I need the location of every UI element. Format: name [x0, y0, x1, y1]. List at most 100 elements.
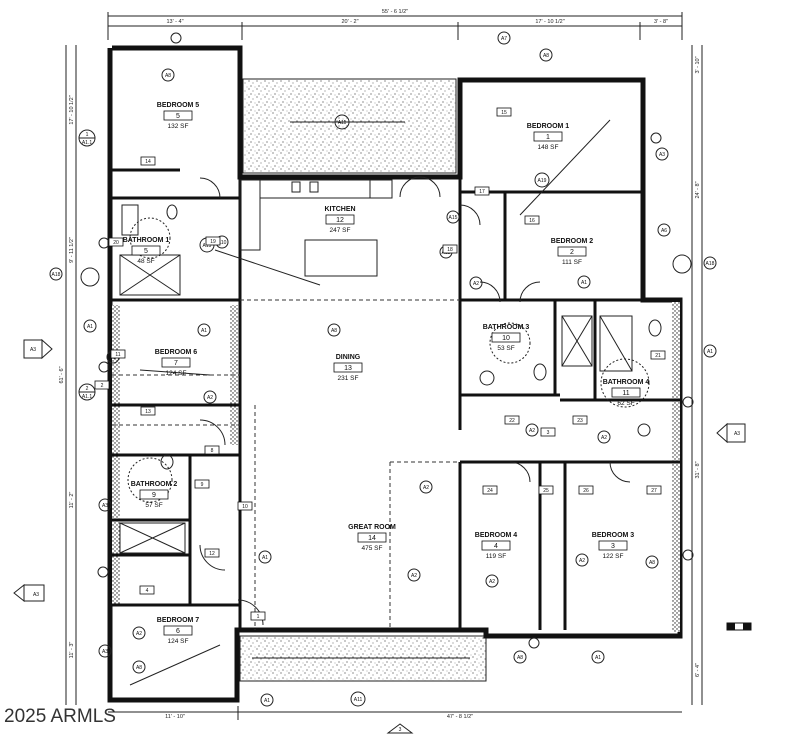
door-tag: 10	[237, 501, 253, 511]
callout-a19-bed1: A19	[538, 178, 547, 184]
dim-right-seg1: 3' - 10"	[695, 56, 701, 73]
room-number-box	[533, 131, 563, 142]
callout-a1-great: A1	[262, 555, 268, 561]
door-number: 1	[257, 614, 260, 620]
room-number-box	[163, 625, 193, 636]
door-number: 26	[583, 488, 589, 494]
room-number: 12	[336, 217, 344, 224]
door-tag: 19	[205, 236, 221, 246]
door-number: 18	[447, 247, 453, 253]
room-number-box	[491, 332, 521, 343]
callout-a11-porch: A11	[354, 697, 363, 703]
door-tag: 14	[140, 156, 156, 166]
section-ref-2: 2	[86, 386, 89, 392]
room-name: BEDROOM 1	[527, 123, 570, 130]
callout-a1-bed2: A1	[581, 280, 587, 286]
callout-a18-west: A18	[52, 272, 61, 278]
door-tag: 12	[204, 548, 220, 558]
callout-a19-kitchen: A19	[203, 243, 212, 249]
room-area: 132 SF	[168, 123, 189, 130]
room-area: 231 SF	[338, 375, 359, 382]
dim-left-seg3: 11' - 2"	[69, 492, 75, 509]
callout-a8-top: A8	[543, 53, 549, 59]
room-number-box	[163, 110, 193, 121]
door-tag: 23	[572, 415, 588, 425]
room-area: 124 SF	[168, 638, 189, 645]
dim-bottom-seg1: 11' - 10"	[165, 714, 185, 720]
callout-a11-patio: A11	[338, 120, 347, 126]
door-swings	[199, 176, 631, 626]
room-label-bathroom2: BATHROOM 2 9 57 SF	[131, 481, 178, 509]
room-name: BATHROOM 2	[131, 481, 178, 488]
room-name: BEDROOM 4	[475, 532, 518, 539]
door-tag: 9	[194, 479, 210, 489]
room-number-box	[481, 540, 511, 551]
door-tag: 2	[94, 380, 110, 390]
room-number-box	[139, 489, 169, 500]
room-area: 57 SF	[145, 502, 162, 509]
room-name: BATHROOM 3	[483, 324, 530, 331]
callout-a1-front: A1	[595, 655, 601, 661]
dim-left-overall: 61' - 6"	[59, 366, 65, 383]
door-tag: 3	[540, 427, 556, 437]
door-number: 8	[211, 448, 214, 454]
door-tag: 24	[482, 485, 498, 495]
door-tag: 13	[140, 406, 156, 416]
door-number: 3	[547, 430, 550, 436]
door-tag: 16	[524, 215, 540, 225]
room-name: BEDROOM 6	[155, 349, 198, 356]
callout-a2-hall2: A2	[601, 435, 607, 441]
callout-a1-west: A1	[87, 324, 93, 330]
door-number: 13	[145, 409, 151, 415]
room-number: 13	[344, 365, 352, 372]
section-references: 1 A1.1 2 A1.1 3	[78, 129, 414, 734]
dim-right-seg2: 24' - 8"	[695, 181, 701, 198]
room-area: 122 SF	[603, 553, 624, 560]
room-number: 4	[494, 543, 498, 550]
room-area: 62 SF	[617, 400, 634, 407]
door-tag: 11	[110, 349, 126, 359]
door-tag: 15	[496, 107, 512, 117]
callout-a10: A10	[218, 240, 227, 246]
door-tag: 17	[474, 186, 490, 196]
room-name: BEDROOM 3	[592, 532, 635, 539]
elevation-a3-west: A3	[30, 347, 36, 353]
room-number-box	[357, 532, 387, 543]
section-ref-2-sheet: A1.1	[82, 394, 93, 400]
dim-left-seg4: 11' - 3"	[69, 642, 75, 659]
room-number: 9	[152, 492, 156, 499]
room-number: 10	[502, 335, 510, 342]
dim-top-seg1: 13' - 4"	[166, 19, 183, 25]
callout-a1-east: A1	[707, 349, 713, 355]
room-number-box	[161, 357, 191, 368]
door-tag: 8	[204, 445, 220, 455]
room-area: 247 SF	[330, 227, 351, 234]
right-dimension-lines: 3' - 10" 24' - 8" 31' - 8" 6' - 4"	[691, 45, 703, 705]
callout-a2-bed7: A2	[136, 631, 142, 637]
room-area: 111 SF	[562, 259, 582, 266]
door-tag: 21	[650, 350, 666, 360]
door-number: 4	[146, 588, 149, 594]
room-number: 6	[176, 628, 180, 635]
room-name: GREAT ROOM	[348, 524, 396, 531]
callout-a8-bed3: A8	[649, 560, 655, 566]
callout-a2-bed2: A2	[473, 281, 479, 287]
callout-a6: A6	[661, 228, 667, 234]
dim-right-seg3: 31' - 8"	[695, 461, 701, 478]
room-number-box	[598, 540, 628, 551]
door-number: 23	[577, 418, 583, 424]
door-number: 14	[145, 159, 151, 165]
watermark: 2025 ARMLS	[4, 706, 116, 727]
wall-hatch-east	[672, 302, 680, 632]
door-tag: 1	[250, 611, 266, 621]
room-name: BEDROOM 7	[157, 617, 200, 624]
door-number: 9	[201, 482, 204, 488]
room-area: 148 SF	[538, 144, 559, 151]
callout-a2-great2: A2	[411, 573, 417, 579]
